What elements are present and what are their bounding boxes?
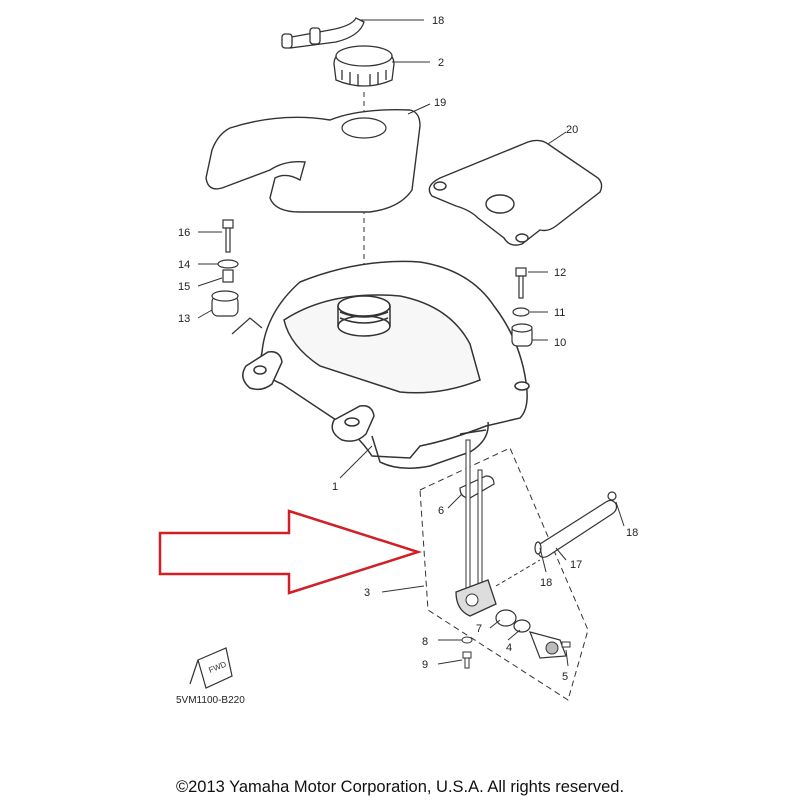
callout-2: 2	[438, 57, 444, 69]
hose-leaders	[495, 501, 625, 587]
front-direction-badge: FWD	[189, 647, 233, 689]
callout-1: 1	[332, 481, 338, 493]
callout-20: 19	[434, 97, 446, 109]
fuel-tank	[242, 260, 530, 469]
callout-17: 17	[570, 559, 582, 571]
callout-21: 20	[566, 124, 578, 136]
top-leaders	[360, 19, 567, 145]
right-leaders	[528, 271, 548, 341]
callout-9: 9	[422, 659, 428, 671]
heat-shield-plate	[205, 109, 421, 213]
callout-3: 3	[364, 587, 370, 599]
fuel-cap	[333, 45, 395, 87]
callout-12: 12	[554, 267, 566, 279]
callout-8: 8	[422, 636, 428, 648]
fuel-cock-assembly	[419, 439, 589, 701]
callout-14: 14	[178, 259, 190, 271]
callout-19: 18	[432, 15, 444, 27]
copyright-notice: ©2013 Yamaha Motor Corporation, U.S.A. A…	[175, 778, 625, 796]
plate-21	[428, 139, 603, 246]
diagram-part-code: 5VM1100-B220	[176, 695, 245, 706]
assembly-leaders	[381, 493, 569, 667]
callout-11: 11	[554, 307, 565, 319]
callout-13: 13	[178, 313, 190, 325]
fuel-hose	[534, 491, 618, 558]
vent-hose	[281, 17, 365, 49]
callout-15: 15	[178, 281, 190, 293]
callout-16: 16	[178, 227, 190, 239]
highlight-arrow	[158, 509, 423, 595]
callout-10: 10	[554, 337, 566, 349]
right-fasteners	[511, 267, 533, 347]
left-leaders	[197, 231, 223, 319]
left-fasteners	[211, 219, 263, 335]
callout-18a: 18	[626, 527, 638, 539]
callout-5: 5	[562, 671, 568, 683]
callout-18b: 18	[540, 577, 552, 589]
callout-7: 7	[476, 623, 482, 635]
callout-4: 4	[506, 642, 512, 654]
callout-6: 6	[438, 505, 444, 517]
